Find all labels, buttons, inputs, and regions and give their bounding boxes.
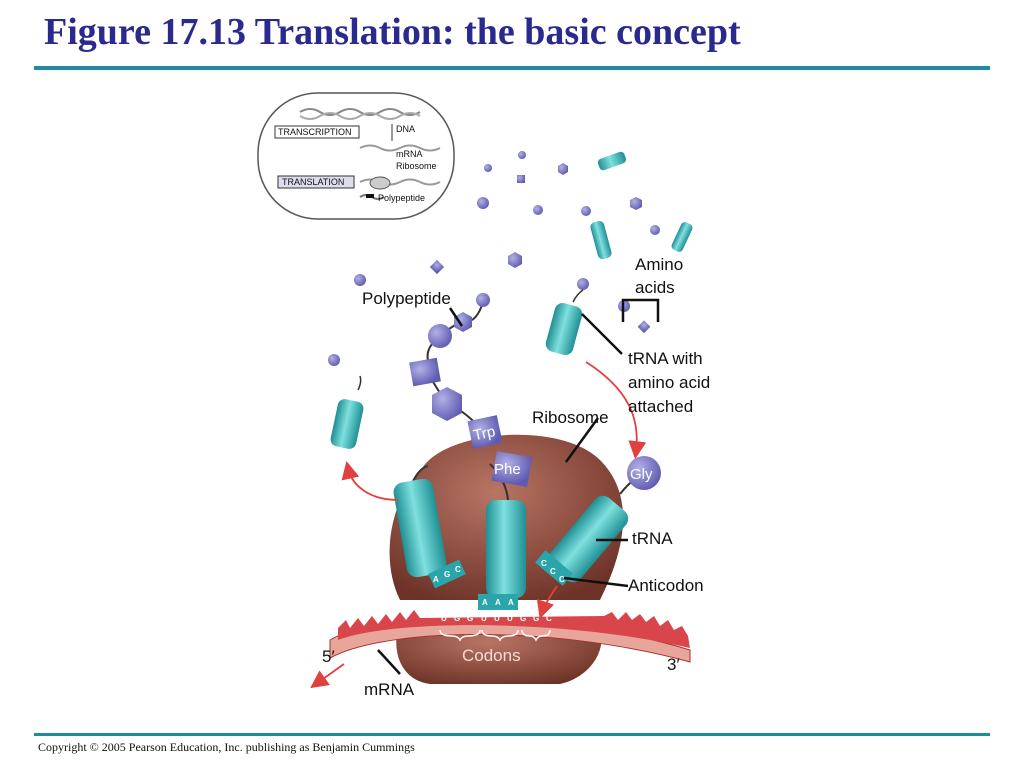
trna-left-exit <box>393 465 466 589</box>
title-divider <box>34 66 990 70</box>
copyright-footer: Copyright © 2005 Pearson Education, Inc.… <box>38 740 415 754</box>
amino-acid-gly: Gly <box>627 456 661 490</box>
codon-base: U <box>441 614 447 623</box>
anticodon-base: G <box>444 570 450 579</box>
inset-ribosome-label: Ribosome <box>396 161 437 171</box>
free-amino-acids <box>328 151 660 366</box>
anticodon-base: A <box>495 598 501 607</box>
anticodon-base: C <box>541 559 547 568</box>
gly-label: Gly <box>630 466 653 483</box>
movement-arrows <box>310 361 647 689</box>
free-trna-left <box>330 375 364 449</box>
overview-inset: TRANSCRIPTION DNA mRNA Ribosome TRANSLAT… <box>257 92 455 220</box>
codon-bases: U G G U U U G G C <box>441 614 552 623</box>
inset-mrna-label: mRNA <box>396 149 423 159</box>
amino-acid-phe: Phe <box>491 451 533 487</box>
inset-polypeptide-label: Polypeptide <box>378 193 425 203</box>
page-title: Figure 17.13 Translation: the basic conc… <box>44 11 741 53</box>
anticodon-base: C <box>550 567 556 576</box>
codon-base: U <box>507 614 513 623</box>
anticodon-label: Anticodon <box>628 576 704 595</box>
anticodon-right: C C C <box>541 559 565 584</box>
anticodon-base: C <box>559 575 565 584</box>
polypeptide-chain <box>409 293 490 431</box>
trna-label: tRNA <box>632 529 673 548</box>
codon-base: U <box>494 614 500 623</box>
anticodon-base: A <box>482 598 488 607</box>
footer-divider <box>34 733 990 736</box>
trna-with-label-line3: attached <box>628 397 693 416</box>
codon-base: G <box>454 614 460 623</box>
anticodon-left: A G C <box>433 565 461 584</box>
anticodon-base: C <box>455 565 461 574</box>
trna-with-label-line1: tRNA with <box>628 349 703 368</box>
codon-base: C <box>546 614 552 623</box>
polypeptide-label: Polypeptide <box>362 289 451 308</box>
trp-label: Trp <box>472 423 497 444</box>
amino-acids-label-line1: Amino <box>635 255 683 274</box>
callout-lines <box>377 298 660 675</box>
codon-braces <box>439 629 551 642</box>
incoming-trna <box>545 289 584 355</box>
amino-acids-label-line2: acids <box>635 278 675 297</box>
codons-label: Codons <box>462 646 521 665</box>
inset-dna-label: DNA <box>396 124 415 134</box>
trna-middle <box>478 463 526 610</box>
inset-transcription-label: TRANSCRIPTION <box>278 127 352 137</box>
five-prime-label: 5′ <box>322 647 335 666</box>
three-prime-label: 3′ <box>667 655 680 674</box>
trna-with-label-line2: amino acid <box>628 373 710 392</box>
free-trna-top-right <box>590 151 693 260</box>
codon-base: G <box>520 614 526 623</box>
anticodon-base: A <box>433 575 439 584</box>
codon-base: G <box>533 614 539 623</box>
mrna-strand <box>329 610 691 663</box>
anticodon-middle: A A A <box>482 598 514 607</box>
phe-label: Phe <box>494 461 521 478</box>
anticodon-base: A <box>508 598 514 607</box>
mrna-label: mRNA <box>364 680 415 699</box>
ribosome-label: Ribosome <box>532 408 609 427</box>
amino-acid-trp: Trp <box>467 415 503 449</box>
codon-base: U <box>481 614 487 623</box>
codon-base: G <box>467 614 473 623</box>
inset-translation-label: TRANSLATION <box>282 177 344 187</box>
